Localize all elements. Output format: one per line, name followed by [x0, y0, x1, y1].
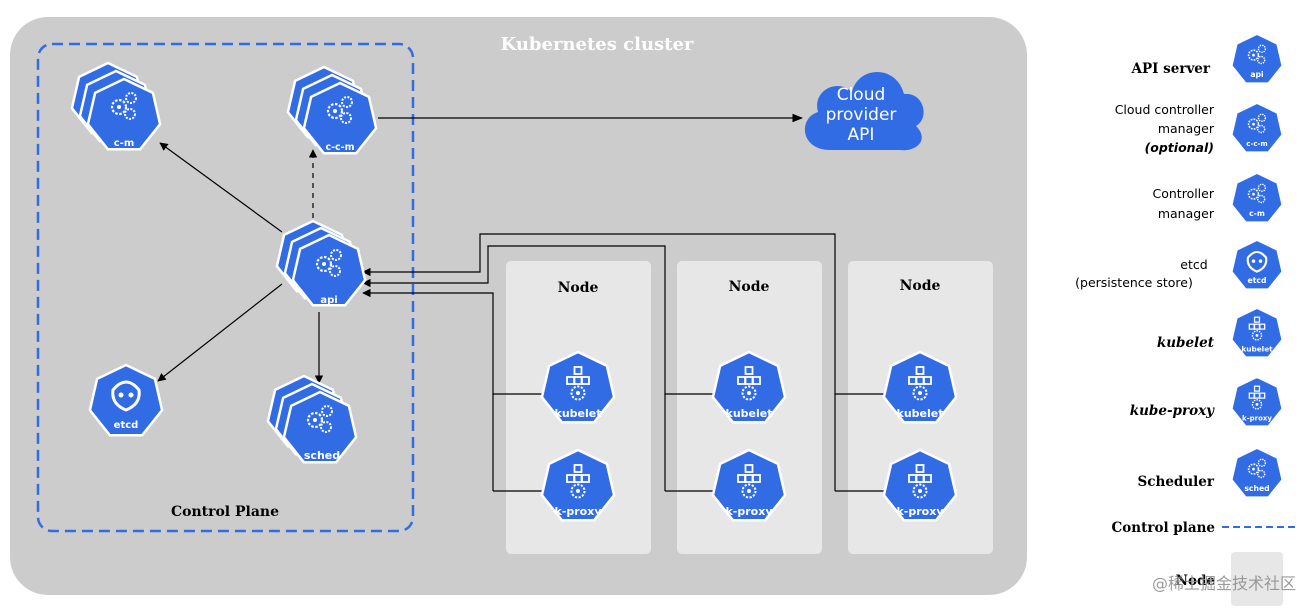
legend-etcd-line1: etcd — [1180, 257, 1207, 272]
node-title: Node — [558, 280, 599, 296]
icon-label-kproxy: k-proxy — [725, 505, 772, 518]
legend-ccm-line2: manager — [1158, 121, 1215, 136]
legend-scheduler-icon: sched — [1230, 447, 1284, 499]
legend-cm-line1: Controller — [1153, 186, 1215, 201]
icon-label-kubelet: kubelet — [726, 407, 773, 420]
legend-scheduler: Scheduler — [1138, 474, 1215, 490]
legend-api-icon: api — [1230, 33, 1284, 85]
icon-label-cm: c-m — [114, 138, 135, 149]
legend-etcd-icon: etcd — [1230, 239, 1284, 291]
kube-proxy-icon: k-proxy — [882, 448, 958, 522]
cloud-icon — [804, 72, 924, 151]
legend-icon-label: kubelet — [1241, 345, 1273, 354]
legend-icon-label: api — [1250, 70, 1263, 79]
icon-label-kproxy: k-proxy — [554, 505, 601, 518]
legend-ccm-line3: (optional) — [1145, 140, 1214, 155]
control-plane-boundary — [36, 42, 415, 533]
icon-label-kubelet: kubelet — [555, 407, 602, 420]
legend-kube-proxy: kube-proxy — [1130, 403, 1215, 419]
control-plane-label: Control Plane — [171, 504, 279, 520]
watermark: @稀土掘金技术社区 — [1152, 574, 1296, 593]
icon-label-ccm: c-c-m — [325, 142, 354, 153]
kubelet-icon: kubelet — [882, 350, 958, 424]
node-title: Node — [900, 278, 941, 294]
legend-kube-proxy-icon: k-proxy — [1230, 376, 1284, 428]
legend-icon-label: c-m — [1249, 209, 1265, 218]
kubelet-icon: kubelet — [540, 350, 616, 424]
api-server-icon: api — [275, 219, 367, 307]
legend-ccm-icon: c-c-m — [1230, 102, 1284, 154]
legend-cm-line2: manager — [1158, 206, 1215, 221]
cloud-label-line2: provider — [826, 105, 897, 125]
legend: API server api Cloud controller manager … — [1075, 33, 1296, 606]
cloud-label-line1: Cloud — [837, 85, 886, 105]
legend-node: Node — [1176, 573, 1215, 589]
etcd-icon: etcd — [88, 363, 164, 437]
cloud-provider-api: Cloud provider API — [804, 72, 924, 151]
legend-icon-label: sched — [1244, 484, 1269, 493]
legend-kubelet: kubelet — [1157, 335, 1215, 351]
legend-cm-icon: c-m — [1230, 172, 1284, 224]
scheduler-icon: sched — [266, 374, 358, 464]
icon-label-api: api — [320, 295, 337, 306]
connector-lines — [157, 113, 887, 492]
legend-icon-label: c-c-m — [1246, 140, 1267, 148]
cloud-label-line3: API — [848, 125, 875, 145]
legend-icon-label: etcd — [1248, 276, 1267, 285]
legend-icon-label: k-proxy — [1242, 415, 1272, 423]
legend-control-plane: Control plane — [1112, 520, 1215, 536]
kubelet-icon: kubelet — [711, 350, 787, 424]
legend-ccm-line1: Cloud controller — [1115, 102, 1215, 117]
icon-label-kubelet: kubelet — [897, 407, 944, 420]
cloud-controller-manager-icon: c-c-m — [286, 65, 378, 155]
icon-label-kproxy: k-proxy — [896, 505, 943, 518]
legend-api-server: API server — [1131, 61, 1211, 77]
icon-label-etcd: etcd — [114, 420, 139, 431]
controller-manager-icon: c-m — [70, 61, 162, 151]
icon-label-sched: sched — [304, 449, 340, 462]
legend-node-swatch — [1231, 552, 1283, 606]
cluster-title: Kubernetes cluster — [501, 34, 694, 55]
legend-etcd-line2: (persistence store) — [1075, 275, 1193, 290]
node-title: Node — [729, 279, 770, 295]
kube-proxy-icon: k-proxy — [540, 448, 616, 522]
kube-proxy-icon: k-proxy — [711, 448, 787, 522]
legend-kubelet-icon: kubelet — [1230, 307, 1284, 359]
